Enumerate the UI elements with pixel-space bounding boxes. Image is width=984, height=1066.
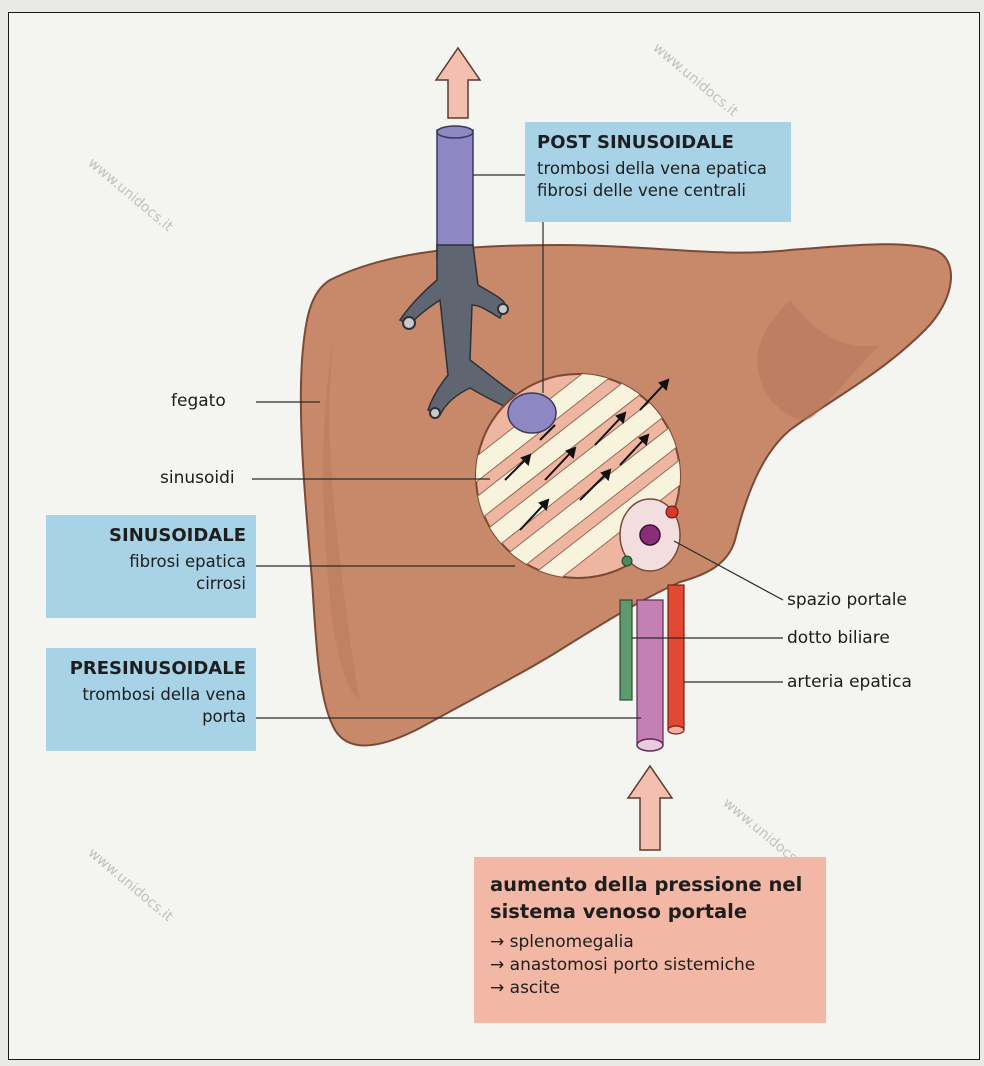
sinusoidale-box: SINUSOIDALE fibrosi epatica cirrosi: [46, 515, 256, 618]
vein-branch-end: [430, 408, 440, 418]
sinusoidale-title: SINUSOIDALE: [56, 525, 246, 546]
post-sinusoidale-box: POST SINUSOIDALE trombosi della vena epa…: [525, 122, 791, 222]
vein-branch-end: [403, 317, 415, 329]
bile-duct: [620, 600, 632, 700]
portal-space-vein: [640, 525, 660, 545]
portal-vein: [637, 600, 663, 745]
post-sinusoidale-title: POST SINUSOIDALE: [537, 132, 779, 153]
label-dotto-biliare: dotto biliare: [787, 628, 890, 648]
pressione-item: → anastomosi porto sistemiche: [490, 954, 810, 977]
outflow-arrow: [436, 48, 480, 118]
pressione-box: aumento della pressione nel sistema veno…: [474, 857, 826, 1023]
sinusoidale-line: cirrosi: [56, 574, 246, 593]
portal-space-artery: [666, 506, 678, 518]
post-sinusoidale-line: trombosi della vena epatica: [537, 159, 779, 178]
hepatic-vein-top: [437, 126, 473, 138]
post-sinusoidale-line: fibrosi delle vene centrali: [537, 181, 779, 200]
hepatic-artery: [668, 585, 684, 730]
vein-branch-end: [498, 304, 508, 314]
portal-vein-end: [637, 739, 663, 751]
pressione-title-line: aumento della pressione nel: [490, 871, 810, 898]
presinusoidale-box: PRESINUSOIDALE trombosi della vena porta: [46, 648, 256, 751]
pressione-item: → ascite: [490, 977, 810, 1000]
pressione-title-line: sistema venoso portale: [490, 898, 810, 925]
presinusoidale-line: porta: [56, 707, 246, 726]
presinusoidale-title: PRESINUSOIDALE: [56, 658, 246, 679]
label-arteria-epatica: arteria epatica: [787, 672, 912, 692]
pressione-item: → splenomegalia: [490, 931, 810, 954]
label-fegato: fegato: [171, 391, 226, 411]
hepatic-artery-end: [668, 726, 684, 734]
label-sinusoidi: sinusoidi: [160, 468, 235, 488]
portal-space-duct: [622, 556, 632, 566]
hepatic-vein: [437, 130, 473, 260]
sinusoidale-line: fibrosi epatica: [56, 552, 246, 571]
label-spazio-portale: spazio portale: [787, 590, 907, 610]
central-vein: [508, 393, 556, 433]
inflow-arrow: [628, 766, 672, 850]
presinusoidale-line: trombosi della vena: [56, 685, 246, 704]
